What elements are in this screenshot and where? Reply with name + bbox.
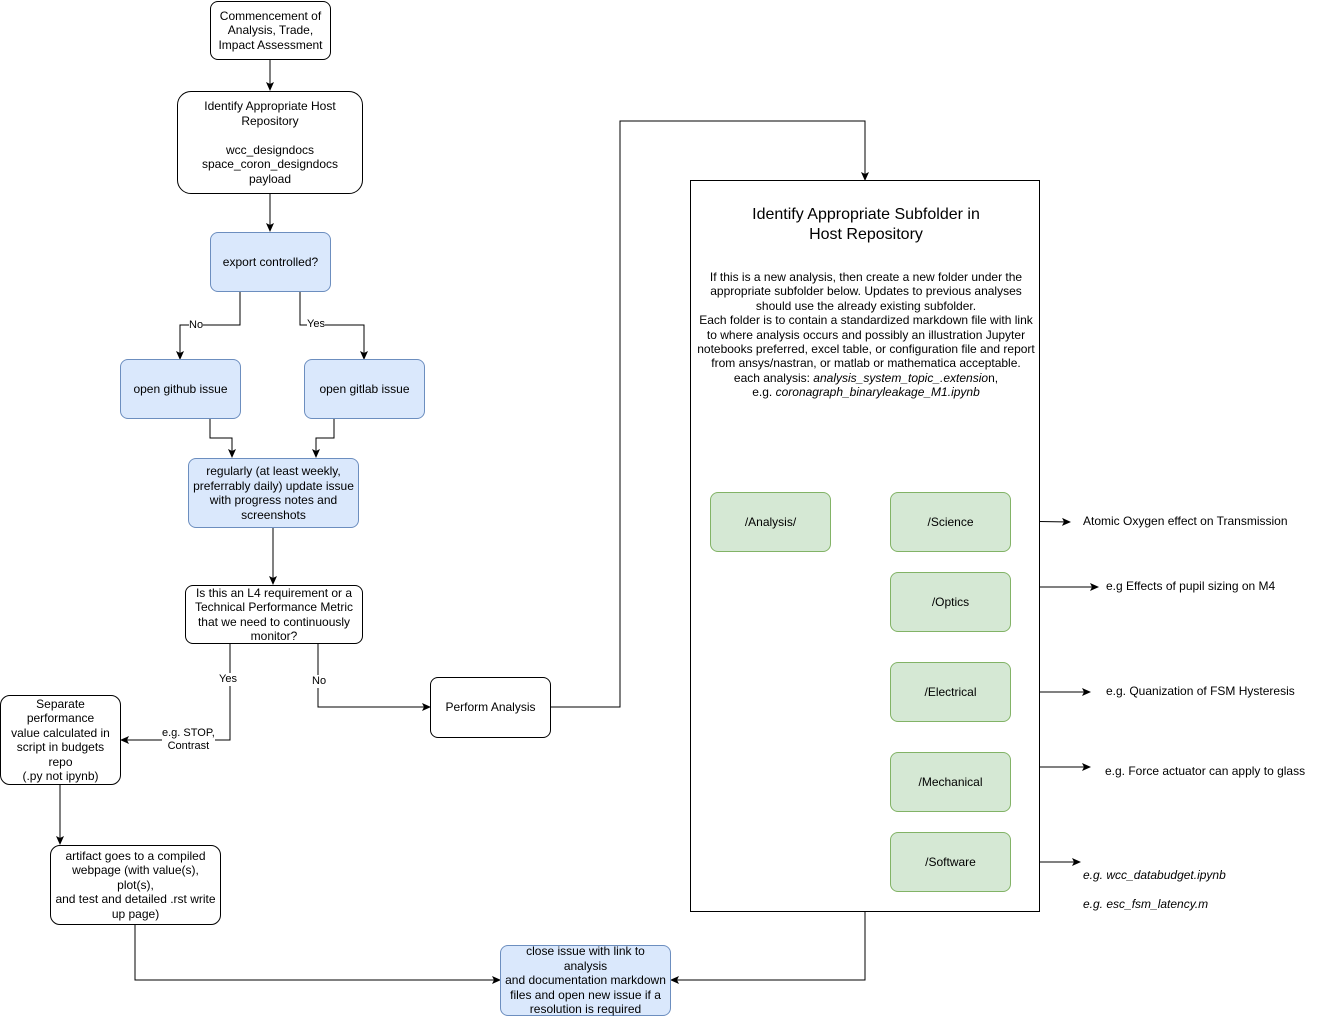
- close-issue-node: close issue with link to analysis and do…: [500, 944, 671, 1017]
- science-folder-text: /Science: [927, 514, 974, 529]
- edge-label-yes-l4: Yes: [219, 673, 237, 686]
- export-controlled-text: export controlled?: [222, 254, 319, 269]
- close-issue-text: close issue with link to analysis and do…: [505, 944, 666, 1017]
- optics-example: e.g Effects of pupil sizing on M4: [1106, 579, 1276, 593]
- artifact-text: artifact goes to a compiled webpage (wit…: [55, 848, 216, 921]
- edge-label-no-github: No: [189, 319, 204, 332]
- subfolder-pattern-italic: analysis_system_topic_.extensio: [813, 370, 989, 385]
- commencement-text: Commencement of Analysis, Trade, Impact …: [218, 8, 323, 52]
- mechanical-folder-node: /Mechanical: [890, 752, 1011, 812]
- subfolder-example-prefix: e.g.: [752, 385, 776, 400]
- gitlab-issue-text: open gitlab issue: [319, 381, 410, 396]
- separate-perf-node: Separate performance value calculated in…: [0, 695, 121, 785]
- subfolder-pattern-suffix: n,: [988, 370, 999, 385]
- edge-label-stop-contrast: e.g. STOP, Contrast: [162, 727, 215, 753]
- github-issue-text: open github issue: [133, 381, 228, 396]
- artifact-node: artifact goes to a compiled webpage (wit…: [50, 845, 221, 925]
- software-folder-text: /Software: [925, 854, 976, 869]
- edge-github-to-update: [209, 419, 236, 458]
- separate-perf-text: Separate performance value calculated in…: [11, 696, 110, 784]
- software-folder-node: /Software: [890, 832, 1011, 892]
- electrical-folder-node: /Electrical: [890, 662, 1011, 722]
- edge-export-to-gitlab: [299, 292, 368, 360]
- mechanical-folder-text: /Mechanical: [918, 774, 983, 789]
- subfolder-example-italic: coronagraph_binaryleakage_M1.ipynb: [775, 385, 980, 400]
- mechanical-example: e.g. Force actuator can apply to glass: [1105, 764, 1306, 778]
- edge-perform-to-subfolder: [550, 120, 869, 708]
- update-issue-text: regularly (at least weekly, preferrably …: [193, 464, 354, 522]
- perform-analysis-node: Perform Analysis: [430, 677, 551, 738]
- edge-subfolder-to-close: [670, 912, 866, 984]
- edge-gitlab-to-update: [312, 419, 335, 458]
- update-issue-node: regularly (at least weekly, preferrably …: [188, 458, 359, 528]
- l4-question-text: Is this an L4 requirement or a Technical…: [194, 585, 354, 644]
- optics-folder-node: /Optics: [890, 572, 1011, 632]
- edge-l4-yes-to-separate: [120, 644, 231, 744]
- electrical-folder-text: /Electrical: [924, 684, 977, 699]
- host-repo-node: Identify Appropriate Host Repository wcc…: [177, 91, 363, 194]
- export-controlled-node: export controlled?: [210, 232, 331, 292]
- electrical-example: e.g. Quanization of FSM Hysteresis: [1106, 684, 1295, 698]
- host-repo-text: Identify Appropriate Host Repository wcc…: [201, 99, 339, 186]
- analysis-folder-text: /Analysis/: [744, 514, 797, 529]
- github-issue-node: open github issue: [120, 359, 241, 419]
- edge-export-to-github: [176, 292, 241, 360]
- commencement-node: Commencement of Analysis, Trade, Impact …: [210, 1, 331, 60]
- science-example: Atomic Oxygen effect on Transmission: [1083, 514, 1288, 528]
- software-example-1: e.g. wcc_databudget.ipynb: [1083, 867, 1226, 882]
- l4-question-node: Is this an L4 requirement or a Technical…: [185, 585, 363, 644]
- subfolder-description-text: If this is a new analysis, then create a…: [697, 270, 1035, 385]
- edge-l4-no-to-perform: [317, 644, 431, 711]
- perform-analysis-text: Perform Analysis: [445, 700, 536, 715]
- analysis-folder-node: /Analysis/: [710, 492, 831, 552]
- subfolder-panel-title: Identify Appropriate Subfolder in Host R…: [752, 206, 980, 243]
- edge-label-no-l4: No: [312, 675, 327, 688]
- gitlab-issue-node: open gitlab issue: [304, 359, 425, 419]
- optics-folder-text: /Optics: [931, 594, 970, 609]
- edge-artifact-to-close: [134, 924, 501, 984]
- subfolder-panel-description: If this is a new analysis, then create a…: [695, 270, 1037, 400]
- edge-label-yes-gitlab: Yes: [307, 318, 325, 331]
- software-examples: e.g. wcc_databudget.ipynb e.g. esc_fsm_l…: [1083, 853, 1226, 926]
- science-folder-node: /Science: [890, 492, 1011, 552]
- software-example-2: e.g. esc_fsm_latency.m: [1083, 896, 1209, 911]
